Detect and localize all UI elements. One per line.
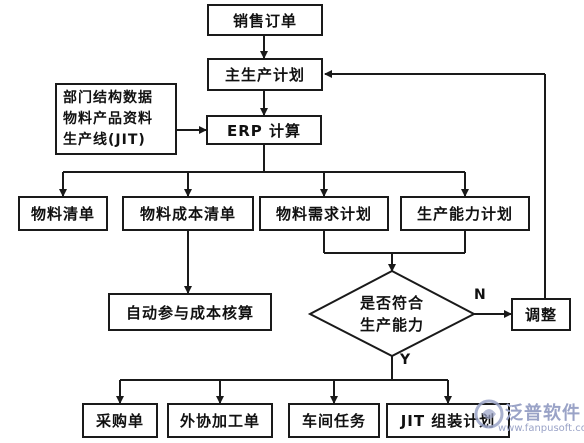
watermark-title: 泛普软件: [505, 403, 581, 424]
jit-plan-box: JIT 组装计划: [386, 403, 510, 438]
input-production-line: 生产线(JIT): [63, 131, 146, 148]
mrp-box: 物料需求计划: [259, 196, 389, 231]
purchase-box: 采购单: [82, 403, 158, 438]
sales-order-box: 销售订单: [207, 4, 323, 36]
decision-text: 是否符合 生产能力: [332, 292, 452, 336]
watermark-url: www.fanpusoft.com: [498, 423, 584, 434]
no-label: N: [474, 287, 486, 303]
material-cost-box: 物料成本清单: [122, 196, 254, 231]
workshop-box: 车间任务: [288, 403, 380, 438]
inputs-box: 部门结构数据 物料产品资料 生产线(JIT): [55, 83, 177, 155]
yes-label: Y: [400, 352, 411, 368]
adjust-box: 调整: [511, 298, 571, 331]
input-dept-structure: 部门结构数据: [63, 89, 153, 106]
outsource-box: 外协加工单: [167, 403, 273, 438]
decision-diamond: [307, 269, 477, 358]
capacity-plan-box: 生产能力计划: [400, 196, 530, 231]
erp-calc-box: ERP 计算: [206, 115, 322, 145]
decision-line-1: 是否符合: [359, 294, 424, 312]
auto-cost-box: 自动参与成本核算: [108, 293, 272, 331]
material-list-box: 物料清单: [18, 196, 108, 231]
master-plan-box: 主生产计划: [207, 58, 323, 91]
input-material-data: 物料产品资料: [63, 110, 153, 127]
watermark-logo: [474, 399, 504, 429]
decision-line-2: 生产能力: [359, 316, 424, 334]
